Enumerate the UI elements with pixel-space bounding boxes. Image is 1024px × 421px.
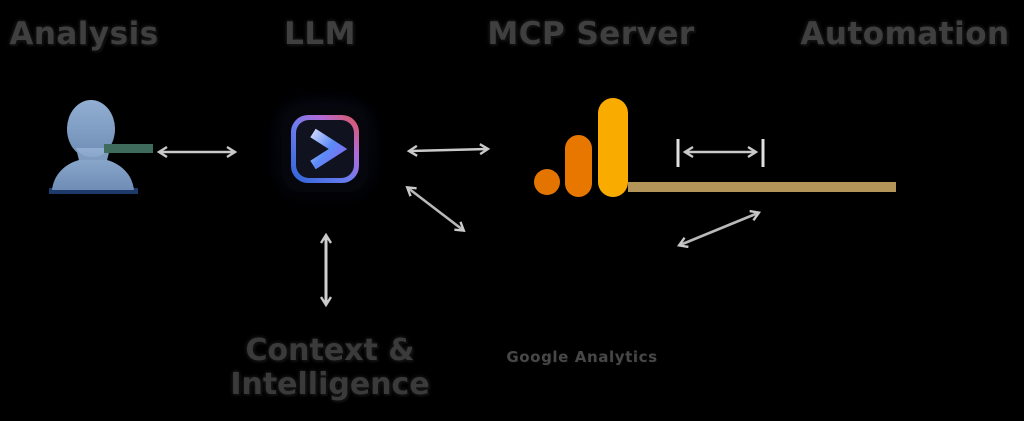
context-caption-line2: Intelligence <box>230 367 430 402</box>
arrow-mcp-diagonal <box>676 209 762 249</box>
analytics-caption: Google Analytics <box>506 348 658 366</box>
arrow-llm-diagonal <box>405 186 466 232</box>
arrow-llm-mcp <box>406 143 491 157</box>
prompt-chevron-glyph <box>310 128 348 170</box>
context-caption-line1: Context & <box>245 333 415 368</box>
user-connector-line <box>104 144 153 153</box>
terminal-prompt-icon <box>282 106 368 192</box>
context-intelligence-caption: Context & Intelligence <box>230 334 429 402</box>
google-analytics-icon <box>532 93 632 197</box>
title-mcp-server: MCP Server <box>487 16 695 52</box>
automation-line <box>628 182 896 192</box>
terminal-gradient-ring <box>291 115 359 183</box>
user-silhouette-icon <box>45 98 141 198</box>
title-automation: Automation <box>800 16 1010 52</box>
title-llm: LLM <box>284 16 356 52</box>
arrow-mcp-automation <box>676 139 765 167</box>
title-analysis: Analysis <box>9 16 159 52</box>
